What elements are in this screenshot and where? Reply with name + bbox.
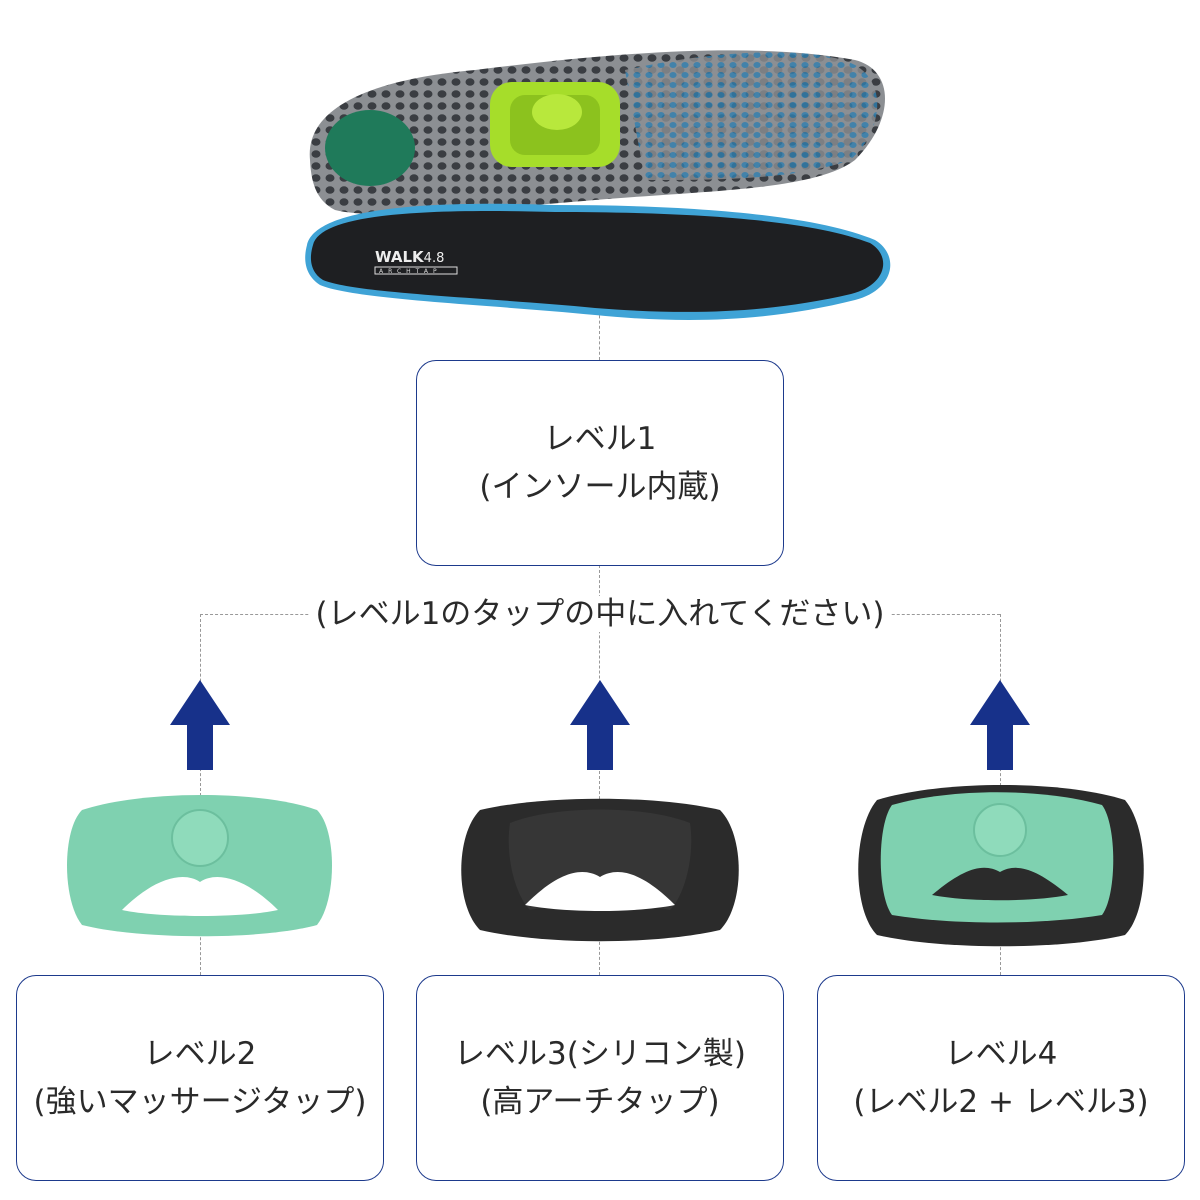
level1-subtitle: (インソール内蔵) bbox=[479, 469, 721, 505]
level3-box: レベル3(シリコン製) (高アーチタップ) bbox=[416, 975, 784, 1181]
arrow-up-icon bbox=[170, 680, 230, 770]
level4-title: レベル4 bbox=[944, 1036, 1058, 1072]
level4-box: レベル4 (レベル2 + レベル3) bbox=[817, 975, 1185, 1181]
level1-tap-image bbox=[490, 82, 620, 167]
level3-title: レベル3(シリコン製) bbox=[454, 1036, 746, 1072]
level3-tap-image bbox=[461, 798, 739, 942]
level4-tap-image bbox=[858, 785, 1144, 947]
level2-title: レベル2 bbox=[143, 1036, 257, 1072]
level2-subtitle: (強いマッサージタップ) bbox=[33, 1084, 367, 1120]
level1-box: レベル1 (インソール内蔵) bbox=[416, 360, 784, 566]
connector-line bbox=[599, 305, 600, 360]
insole-image: WALK4.8 ARCHTAP bbox=[305, 50, 891, 320]
svg-text:ARCHTAP: ARCHTAP bbox=[379, 268, 442, 275]
arrow-up-icon bbox=[570, 680, 630, 770]
level2-tap-image bbox=[67, 795, 332, 937]
insole-logo: WALK4.8 bbox=[375, 248, 444, 266]
level3-subtitle: (高アーチタップ) bbox=[480, 1084, 720, 1120]
level4-subtitle: (レベル2 + レベル3) bbox=[853, 1084, 1149, 1120]
level1-title: レベル1 bbox=[543, 421, 657, 457]
connector-line bbox=[200, 614, 201, 975]
level2-box: レベル2 (強いマッサージタップ) bbox=[16, 975, 384, 1181]
instruction-text: (レベル1のタップの中に入れてください) bbox=[0, 588, 1200, 633]
arrow-up-icon bbox=[970, 680, 1030, 770]
